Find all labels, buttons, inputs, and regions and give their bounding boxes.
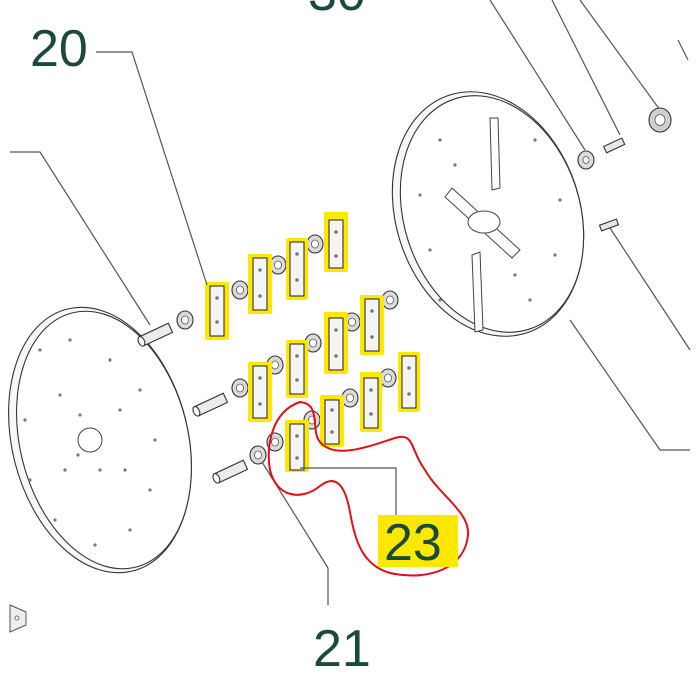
spacer-rings — [176, 234, 399, 465]
hardware-top-right — [577, 107, 672, 232]
callout-23-highlight — [378, 515, 458, 567]
right-disc-leader — [569, 319, 661, 451]
callout-20: 20 — [30, 20, 88, 78]
left-disc — [8, 306, 192, 574]
annotation-outline — [267, 400, 470, 577]
callout-23: 23 — [384, 514, 442, 572]
callout-top-partial: 30 — [308, 0, 366, 22]
pins — [137, 322, 249, 484]
right-disc — [391, 91, 585, 337]
callout-23-leader — [300, 467, 397, 518]
callout-21: 21 — [313, 620, 371, 678]
highlighted-plates — [205, 212, 420, 472]
upper-right-leader-lines — [489, 0, 689, 151]
left-leader — [10, 151, 151, 326]
bracket-bottom-left — [9, 604, 27, 633]
callout-20-leader — [96, 51, 208, 286]
plate-23 — [285, 420, 309, 472]
